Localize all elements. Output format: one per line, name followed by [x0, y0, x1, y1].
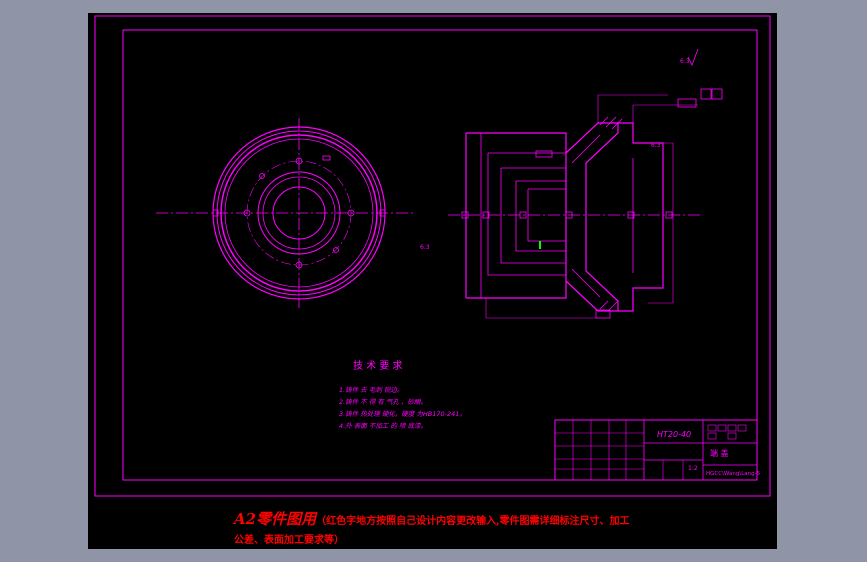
dimension-tag — [711, 88, 723, 100]
bolt-hole — [295, 157, 303, 165]
rim-mark — [379, 209, 386, 217]
groove-circle — [224, 138, 374, 288]
hatch — [605, 116, 617, 128]
section-step-3 — [515, 180, 567, 252]
section-marker — [627, 211, 635, 219]
drawing-inner-frame — [122, 29, 758, 481]
tech-req-item: 3.铸件 热处理 硬化，硬度 为HB170-241。 — [339, 410, 466, 418]
surface-mark-symbol — [687, 48, 699, 66]
taper-upper-2 — [571, 134, 601, 164]
hatch — [599, 116, 609, 126]
caption-note-line1: （红色字地方按照自己设计内容更改输入,零件图需详细标注尺寸、加工 — [316, 516, 630, 527]
dimension-line — [597, 94, 668, 123]
outer-rim-circle-2 — [216, 130, 382, 296]
tb-tag — [707, 432, 717, 440]
front-view: 6.3 — [156, 118, 430, 308]
hub-inner-circle — [262, 176, 336, 250]
tech-req-item: 1.铸件 去 毛刺 锐边。 — [339, 386, 403, 394]
rim-mark — [212, 209, 219, 217]
bolt-circle — [246, 160, 352, 266]
caption-main: A2零件图用 — [234, 510, 317, 528]
surface-mark-section: 6.3 — [651, 142, 661, 149]
bolt-hole — [347, 209, 355, 217]
tb-tag — [727, 432, 737, 440]
hatch — [599, 300, 609, 310]
tech-requirements: 技 术 要 求 1.铸件 去 毛刺 锐边。 2.铸件 不 得 有 气孔 、砂眼。… — [339, 359, 466, 430]
hatch — [607, 300, 619, 312]
caption-note-line2: 公差、表面加工要求等） — [234, 535, 344, 546]
drawing-outer-frame — [94, 15, 771, 497]
part-name-label: 端 盖 — [710, 448, 729, 458]
dimension-tag — [595, 309, 611, 319]
bolt-hole — [333, 247, 339, 253]
tb-tag — [707, 424, 717, 432]
title-block-frame — [554, 419, 758, 481]
dimension-tag — [535, 150, 553, 158]
hatch — [611, 118, 623, 130]
right-flange — [618, 122, 664, 312]
dimension-tag — [700, 88, 712, 100]
dimension-line — [632, 104, 698, 123]
section-marker — [565, 211, 573, 219]
section-marker — [519, 211, 527, 219]
scale-label: 1:2 — [688, 465, 698, 472]
cad-viewport[interactable]: 6.3 — [88, 13, 777, 549]
section-marker — [665, 211, 673, 219]
part-drawing: 6.3 — [94, 15, 771, 497]
tech-req-item: 4.外 表面 不加工 的 喷 底漆。 — [339, 422, 427, 430]
section-marker — [461, 211, 469, 219]
tb-tag — [737, 424, 747, 432]
section-view: 6.3 6.3 — [448, 48, 723, 319]
bore-circle — [272, 186, 326, 240]
tech-req-title: 技 术 要 求 — [353, 359, 403, 372]
material-label: HT20-40 — [657, 430, 691, 439]
outer-rim-circle-3 — [220, 134, 378, 292]
surface-mark-top: 6.3 — [680, 58, 690, 65]
tech-req-item: 2.铸件 不 得 有 气孔 、砂眼。 — [339, 398, 427, 406]
title-block: HT20-40 端 盖 1:2 HGCC\Wang\Lang-5 — [554, 419, 761, 481]
bolt-hole — [259, 173, 265, 179]
section-step-4 — [527, 188, 567, 242]
surface-mark-front: 6.3 — [420, 244, 430, 251]
section-step-2 — [500, 167, 567, 264]
dimension-line — [485, 298, 598, 319]
dimension-tag — [677, 98, 697, 108]
taper-upper — [565, 122, 619, 312]
tb-tag — [717, 424, 727, 432]
bolt-hole — [243, 209, 251, 217]
org-label: HGCC\Wang\Lang-5 — [706, 471, 761, 477]
taper-lower-2 — [571, 268, 601, 298]
section-step-1 — [487, 152, 567, 276]
tb-tag — [727, 424, 737, 432]
drawing-caption: A2零件图用（红色字地方按照自己设计内容更改输入,零件图需详细标注尺寸、加工 公… — [234, 511, 714, 549]
hub-outer-circle — [257, 171, 341, 255]
bolt-hole — [295, 261, 303, 269]
section-marker — [482, 211, 490, 219]
rim-mark — [322, 155, 331, 161]
dimension-line — [648, 142, 674, 304]
